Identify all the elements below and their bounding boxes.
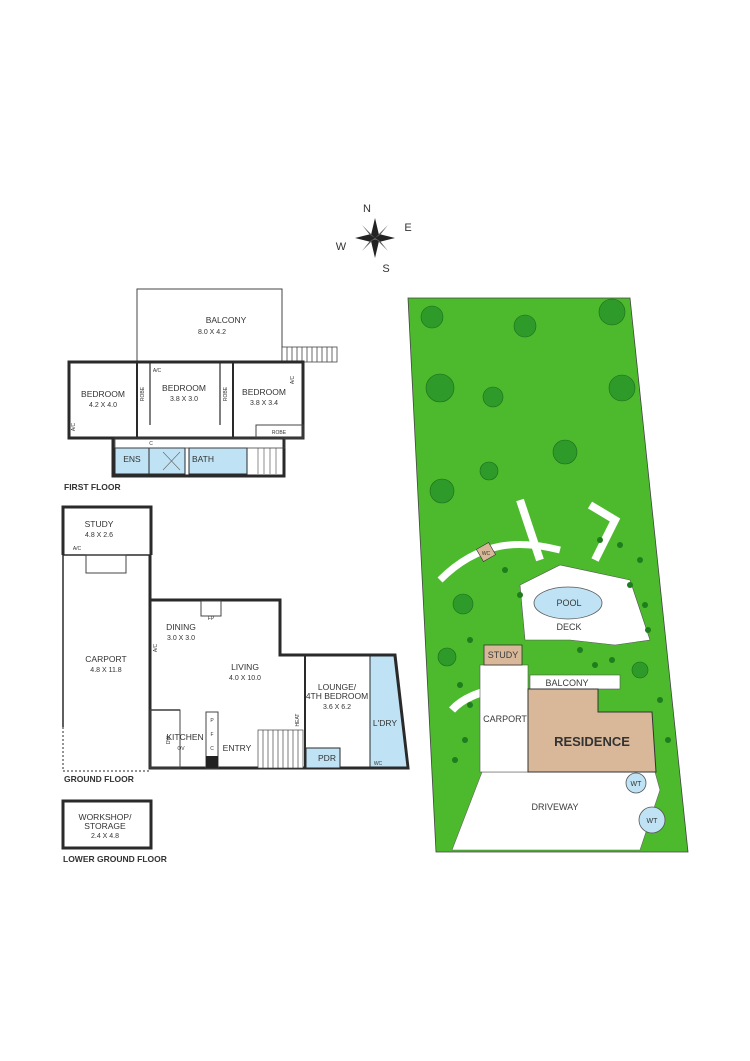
lounge-label2: 4TH BEDROOM [306,691,368,701]
pdr-area [305,747,341,769]
wc-label: WC [374,761,383,767]
bath-label: BATH [192,454,214,464]
workshop-dim: 2.4 X 4.8 [91,833,119,840]
compass-e: E [404,222,411,234]
cupboard-label: C [149,441,153,447]
laundry-label: L'DRY [373,718,397,728]
cupboard-g-label: C [210,746,214,752]
site-residence-label: RESIDENCE [554,734,630,749]
water-tank-2 [638,806,666,834]
bedroom1-label: BEDROOM [81,389,125,399]
bedroom3-label: BEDROOM [242,387,286,397]
pool-shape [533,586,603,620]
bedroom2-dim: 3.8 X 3.0 [170,396,198,403]
wc-shed [476,542,496,562]
site-study-label: STUDY [488,650,519,660]
ensuite-area [114,447,186,475]
oven-label: OV [177,746,185,752]
site-driveway-label: DRIVEWAY [531,802,578,812]
site-shrubs [452,537,671,763]
balcony-dim: 8.0 X 4.2 [198,329,226,336]
balcony-label: BALCONY [206,315,247,325]
ground-floor-title: GROUND FLOOR [64,774,134,784]
ac2-label: A/C [153,368,162,374]
living-label: LIVING [231,662,259,672]
ac-dining-label: A/C [153,643,159,652]
workshop-label2: STORAGE [84,821,126,831]
site-pool-label: POOL [556,598,581,608]
ground-stairs [257,729,304,769]
kitchen-label: KITCHEN [166,732,203,742]
lower-ground-plan: WORKSHOP/ STORAGE 2.4 X 4.8 LOWER GROUND… [61,799,167,864]
first-floor-plan: BALCONY 8.0 X 4.2 BEDROOM 4.2 X 4.0 BEDR… [64,288,338,492]
pantry-label: P [210,718,214,724]
site-wt1-label: WT [631,781,643,788]
ac-study-label: A/C [73,546,82,552]
carport-label: CARPORT [85,654,126,664]
workshop-label: WORKSHOP/ [79,812,133,822]
dishwasher-label: DW [166,736,172,745]
site-wc-label: WC [482,551,491,557]
dining-dim: 3.0 X 3.0 [167,635,195,642]
site-balcony-label: BALCONY [545,678,588,688]
lounge-label: LOUNGE/ [318,682,357,692]
site-study-building [483,644,523,666]
fridge-label: F [210,732,213,738]
site-wt2-label: WT [647,818,659,825]
site-plan: POOL DECK STUDY BALCONY CARPORT RESIDENC… [407,297,689,853]
balcony-stairs [281,346,338,363]
fireplace-label: FP [208,616,215,622]
robe-label: ROBE [272,430,287,436]
carport-dim: 4.8 X 11.8 [90,667,122,674]
compass-s: S [382,263,389,275]
site-trees [420,298,649,679]
pdr-label: PDR [318,753,336,763]
ensuite-label: ENS [123,454,141,464]
compass-n: N [363,203,371,215]
compass-rose: N E S W [336,203,412,275]
lower-ground-title: LOWER GROUND FLOOR [63,854,167,864]
lounge-dim: 3.6 X 6.2 [323,704,351,711]
bedroom1-dim: 4.2 X 4.0 [89,402,117,409]
first-floor-title: FIRST FLOOR [64,482,121,492]
bedroom2-label: BEDROOM [162,383,206,393]
residence-building [527,688,657,773]
ac3-label: A/C [290,375,296,384]
heat-label: HEAT [295,714,301,727]
robe-vertical2-label: ROBE [223,386,229,401]
balcony-outline [136,288,283,363]
living-dim: 4.0 X 10.0 [229,675,261,682]
laundry-area [369,655,408,768]
study-dim: 4.8 X 2.6 [85,532,113,539]
compass-w: W [336,241,347,253]
study-label: STUDY [85,519,114,529]
entry-label: ENTRY [223,743,252,753]
ac1-label: A/C [71,422,77,431]
bedroom3-dim: 3.8 X 3.4 [250,400,278,407]
robe-vertical-label: ROBE [140,386,146,401]
site-carport-area [479,664,529,773]
site-carport-label: CARPORT [483,714,527,724]
site-deck-label: DECK [556,622,581,632]
bath-area [188,447,248,475]
water-tank-1 [625,772,647,794]
dining-label: DINING [166,622,196,632]
ground-floor-plan: STUDY 4.8 X 2.6 CARPORT 4.8 X 11.8 DININ… [61,505,410,784]
